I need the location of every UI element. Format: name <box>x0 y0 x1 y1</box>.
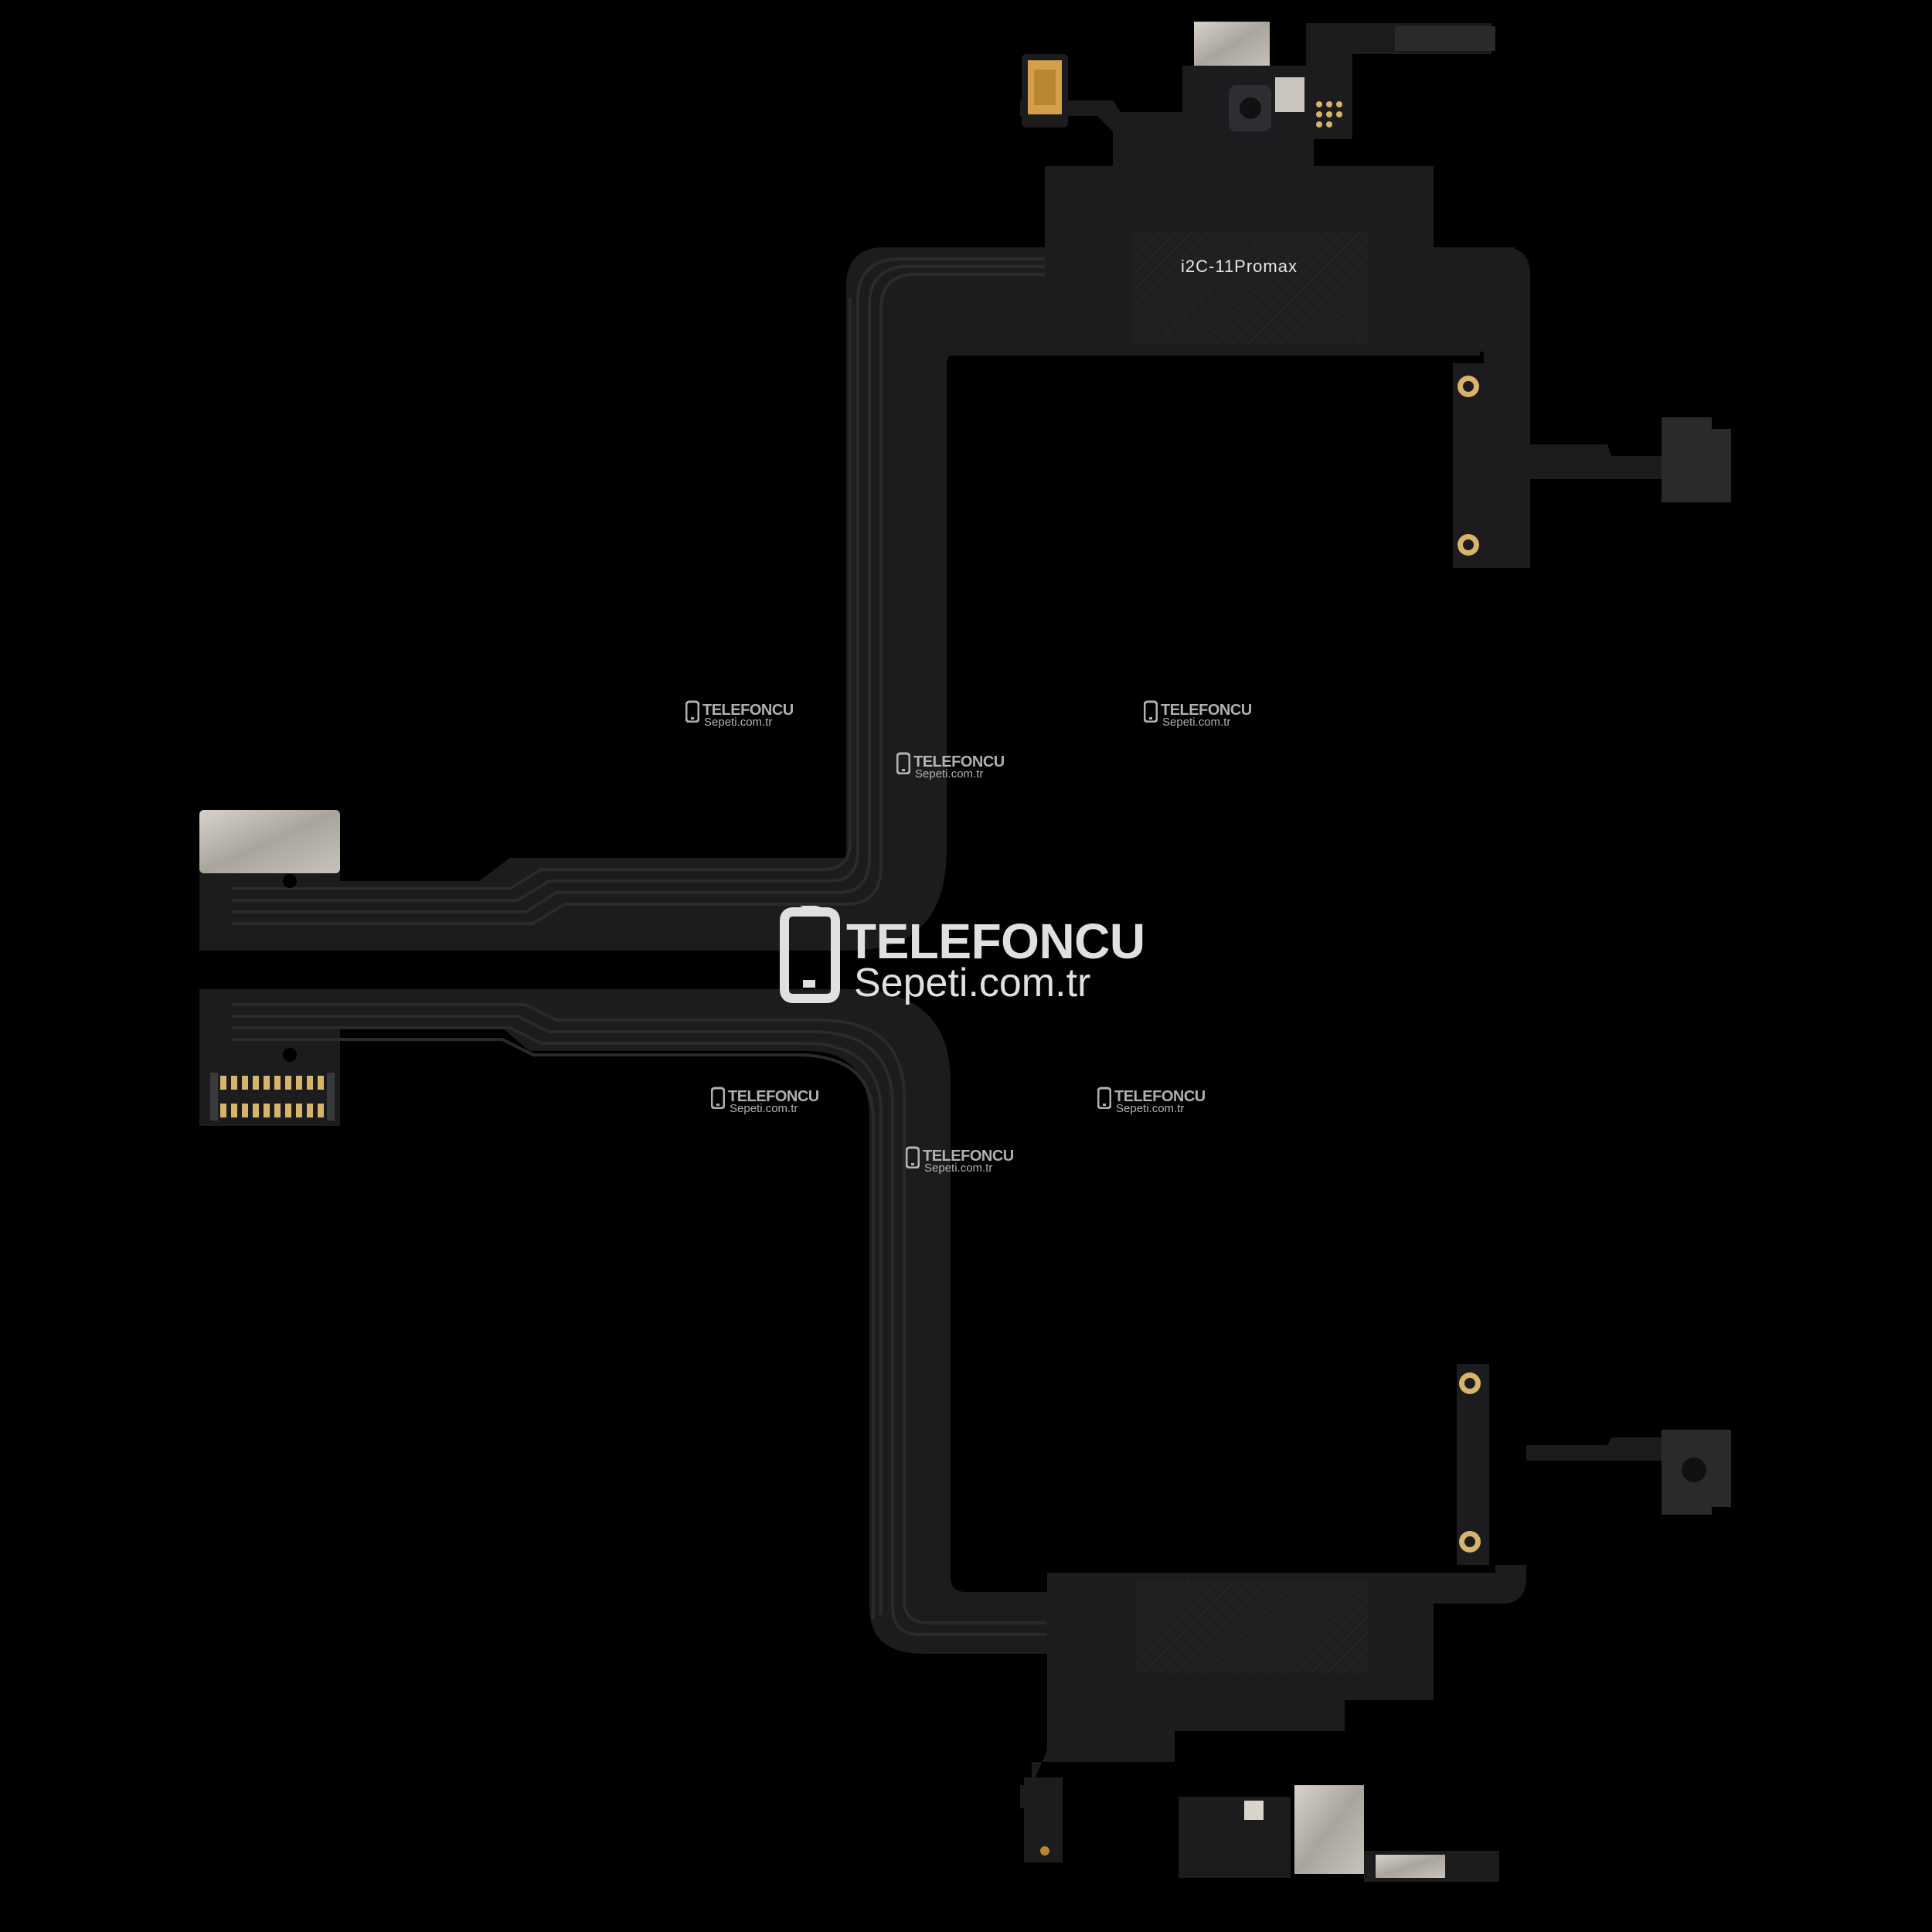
board-label: i2C-11Promax <box>1181 257 1298 276</box>
watermark-line1: TELEFONCU <box>728 1088 819 1105</box>
watermark-line1: TELEFONCU <box>923 1148 1014 1165</box>
watermark-line2: Sepeti.com.tr <box>924 1162 993 1175</box>
upper-contact-dots <box>1316 101 1342 128</box>
watermark: TELEFONCU Sepeti.com.tr <box>1097 1086 1206 1117</box>
lower-tip-plate <box>1376 1855 1445 1878</box>
watermark: TELEFONCU Sepeti.com.tr <box>685 699 794 730</box>
upper-tip-flex <box>1395 26 1495 51</box>
watermark-line1: TELEFONCU <box>1114 1088 1206 1105</box>
watermark-line1: TELEFONCU <box>702 702 794 719</box>
phone-icon <box>1144 700 1158 723</box>
phone-icon <box>1097 1087 1111 1109</box>
phone-icon <box>711 1087 725 1109</box>
watermark: TELEFONCU Sepeti.com.tr <box>1144 699 1252 730</box>
phone-icon <box>685 700 699 723</box>
lower-traces <box>232 1003 1082 1636</box>
lower-metal-plate <box>1294 1785 1364 1874</box>
watermark-line2: Sepeti.com.tr <box>1162 716 1231 729</box>
watermark-large: TELEFONCU Sepeti.com.tr <box>769 906 1171 1006</box>
upper-metal-plate <box>1194 22 1270 68</box>
watermark-line2: Sepeti.com.tr <box>704 716 773 729</box>
phone-icon <box>906 1146 920 1168</box>
upper-right-arm <box>1434 247 1731 568</box>
upper-sensor-end <box>1662 417 1731 502</box>
connector-pins <box>220 1076 324 1117</box>
lower-shield <box>1136 1580 1368 1673</box>
phone-icon <box>780 906 840 1003</box>
watermark: TELEFONCU Sepeti.com.tr <box>711 1086 819 1117</box>
watermark-line1: TELEFONCU <box>913 753 1005 770</box>
watermark: TELEFONCU Sepeti.com.tr <box>896 751 1005 782</box>
watermark-line2: Sepeti.com.tr <box>1116 1102 1185 1115</box>
watermark-line2: Sepeti.com.tr <box>915 767 984 781</box>
upper-flex <box>199 22 1731 951</box>
upper-shield <box>1132 232 1368 344</box>
watermark-line2: Sepeti.com.tr <box>854 961 1091 1005</box>
upper-left-metal-plate <box>199 810 340 873</box>
watermark-line2: Sepeti.com.tr <box>730 1102 798 1115</box>
watermark: TELEFONCU Sepeti.com.tr <box>906 1145 1014 1176</box>
lower-flex <box>199 989 1731 1882</box>
watermark-line1: TELEFONCU <box>1161 702 1252 719</box>
upper-traces <box>232 257 1082 925</box>
watermark-line1: TELEFONCU <box>846 913 1145 969</box>
phone-icon <box>896 752 910 774</box>
